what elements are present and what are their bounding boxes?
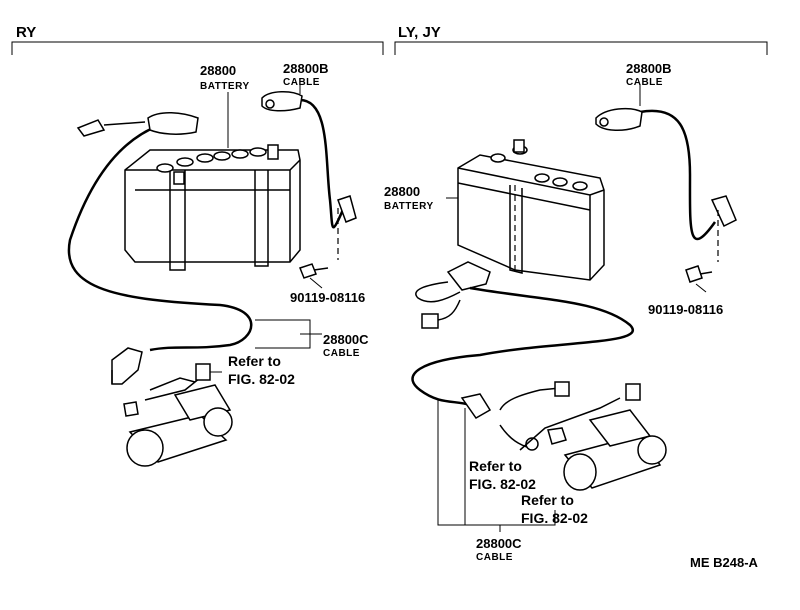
refer-text-right-b: Refer to bbox=[521, 492, 574, 508]
refer-text-right-a: Refer to bbox=[469, 458, 522, 474]
cable-c-part-number-right: 28800C bbox=[476, 536, 522, 551]
section-bracket-right bbox=[394, 41, 768, 55]
cable-b-part-number-left: 28800B bbox=[283, 61, 329, 76]
cable-28800b-right bbox=[595, 107, 737, 262]
refer-figure-right-b: FIG. 82-02 bbox=[521, 510, 588, 526]
cable-b-part-number-right: 28800B bbox=[626, 61, 672, 76]
leader-bolt-left bbox=[309, 277, 323, 289]
cable-b-label-right: CABLE bbox=[626, 77, 663, 88]
cable-28800b-left bbox=[261, 91, 357, 260]
bolt-left bbox=[299, 263, 329, 279]
section-title-right: LY, JY bbox=[398, 24, 441, 41]
refer-figure-right-a: FIG. 82-02 bbox=[469, 476, 536, 492]
refer-text-left: Refer to bbox=[228, 353, 281, 369]
battery-label-right: BATTERY bbox=[384, 201, 434, 212]
cable-28800c-left bbox=[67, 112, 322, 467]
refer-figure-left: FIG. 82-02 bbox=[228, 371, 295, 387]
figure-code: ME B248-A bbox=[690, 555, 759, 570]
cable-28800c-right bbox=[411, 261, 667, 532]
cable-c-label-left: CABLE bbox=[323, 348, 360, 359]
cable-b-label-left: CABLE bbox=[283, 77, 320, 88]
battery-right bbox=[457, 139, 605, 281]
bolt-part-number-left: 90119-08116 bbox=[290, 290, 365, 305]
battery-left bbox=[124, 144, 301, 271]
section-title-left: RY bbox=[16, 24, 36, 41]
cable-c-part-number-left: 28800C bbox=[323, 332, 369, 347]
bolt-right bbox=[685, 265, 713, 283]
section-bracket-left bbox=[11, 41, 384, 55]
battery-label-left: BATTERY bbox=[200, 81, 250, 92]
battery-part-number-left: 28800 bbox=[200, 63, 236, 78]
leader-bolt-right bbox=[695, 283, 707, 293]
cable-c-label-right: CABLE bbox=[476, 552, 513, 563]
bolt-part-number-right: 90119-08116 bbox=[648, 302, 723, 317]
battery-part-number-right: 28800 bbox=[384, 184, 420, 199]
